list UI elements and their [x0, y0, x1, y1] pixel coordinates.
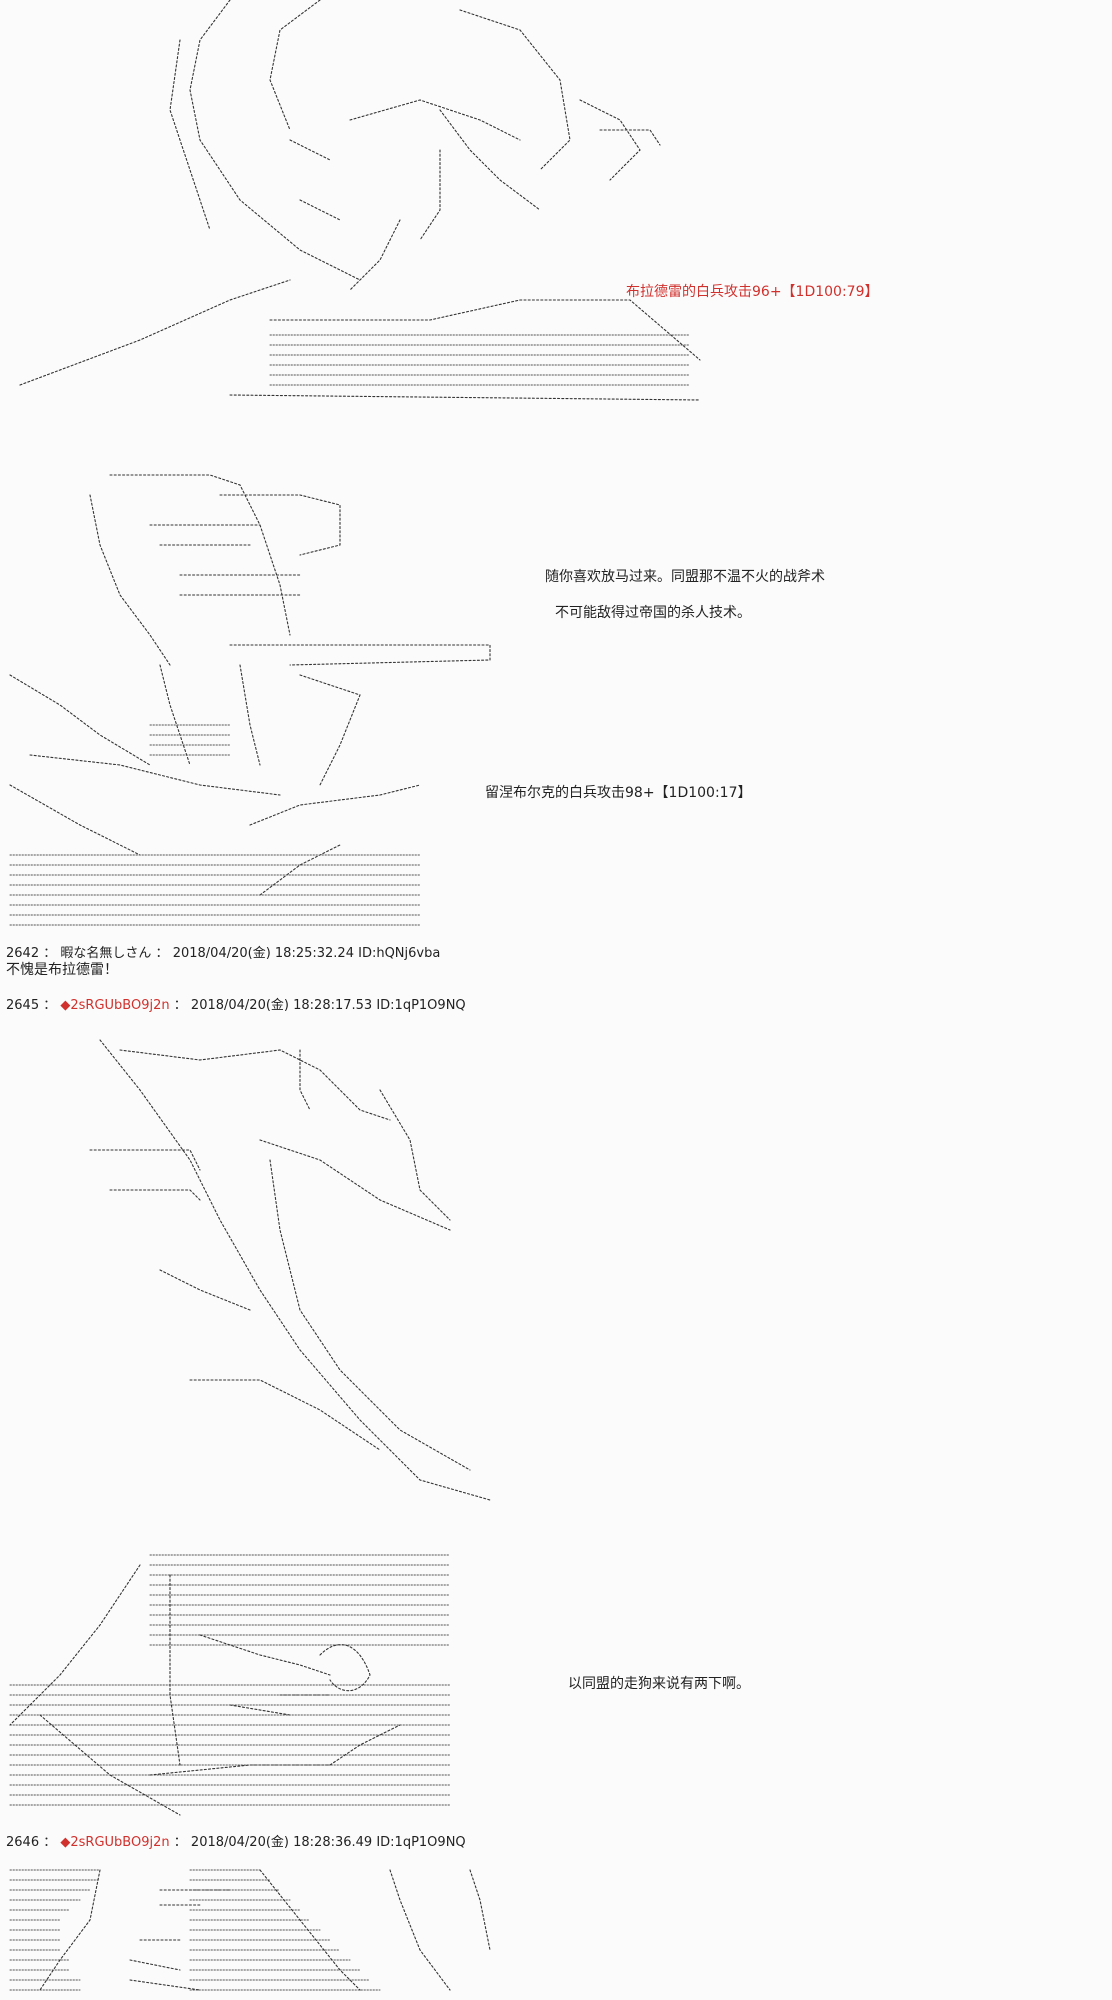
poster-trip: ◆2sRGUbBO9j2n [60, 998, 170, 1013]
post-date: 2018/04/20(金) 18:28:17.53 [190, 998, 373, 1013]
post-date: 2018/04/20(金) 18:28:36.49 [190, 1835, 373, 1850]
post-header-2645: 2645 ： ◆2sRGUbBO9j2n ： 2018/04/20(金) 18:… [6, 998, 466, 1013]
poster-name: 暇な名無しさん [60, 946, 152, 961]
roll-caption-reuenthal: 留涅布尔克的白兵攻击98+【1D100:17】 [485, 785, 752, 801]
post-id[interactable]: ID:1qP1O9NQ [376, 1835, 466, 1850]
dialogue-line-panel-4: 以同盟的走狗来说有两下啊。 [568, 1676, 750, 1692]
roll-caption-bradley: 布拉德雷的白兵攻击96+【1D100:79】 [626, 284, 879, 300]
poster-trip: ◆2sRGUbBO9j2n [60, 1835, 170, 1850]
post-number[interactable]: 2645 [6, 998, 40, 1013]
post-header-2642: 2642 ： 暇な名無しさん ： 2018/04/20(金) 18:25:32.… [6, 946, 441, 961]
post-number[interactable]: 2642 [6, 946, 40, 961]
post-id[interactable]: ID:1qP1O9NQ [376, 998, 466, 1013]
ascii-art-panel-4 [0, 1545, 460, 1820]
dialogue-line-1: 随你喜欢放马过来。同盟那不温不火的战斧术 [545, 569, 825, 585]
ascii-art-panel-3-slash [0, 1030, 520, 1510]
dialogue-line-2: 不可能敌得过帝国的杀人技术。 [555, 605, 751, 621]
post-date: 2018/04/20(金) 18:25:32.24 [172, 946, 354, 961]
post-number[interactable]: 2646 [6, 1835, 40, 1850]
ascii-art-panel-1 [0, 0, 720, 420]
post-body-2642: 不愧是布拉德雷！ [6, 962, 118, 978]
ascii-art-panel-2 [0, 465, 500, 935]
post-id[interactable]: ID:hQNj6vba [358, 946, 441, 961]
ascii-art-panel-5 [0, 1860, 500, 2000]
post-header-2646: 2646 ： ◆2sRGUbBO9j2n ： 2018/04/20(金) 18:… [6, 1835, 466, 1850]
